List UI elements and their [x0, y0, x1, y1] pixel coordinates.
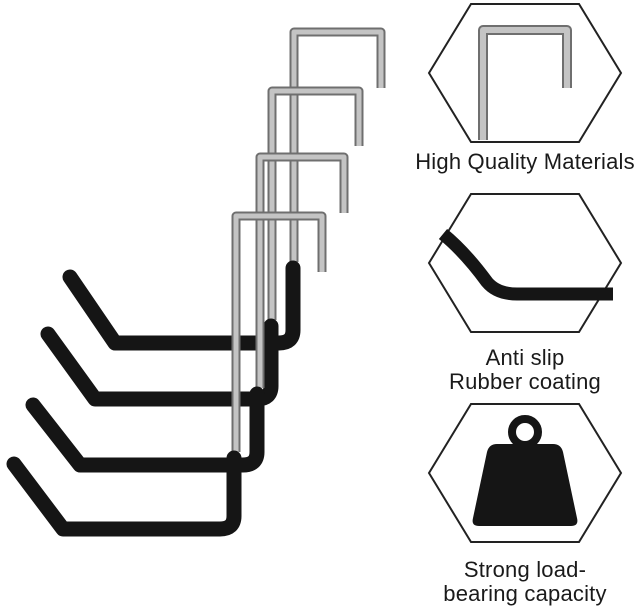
weight-icon [472, 415, 578, 526]
hexagon-frame [427, 3, 623, 143]
feature-high-quality-materials: High Quality Materials [415, 0, 635, 200]
hooks-illustration [6, 27, 386, 537]
caption-line: bearing capacity [443, 581, 607, 606]
hook-2 [40, 86, 364, 407]
hook-1 [62, 27, 386, 351]
feature-anti-slip-coating: Anti slip Rubber coating [425, 190, 625, 400]
hook-4 [6, 211, 327, 537]
hook-3 [25, 152, 349, 473]
feature-caption: Strong load- bearing capacity [385, 558, 640, 606]
feature-load-bearing: Strong load- bearing capacity [425, 400, 625, 610]
caption-line: High Quality Materials [415, 149, 635, 174]
rubber-coated-bend-icon [438, 228, 613, 301]
feature-caption: Anti slip Rubber coating [385, 346, 640, 394]
caption-line: Rubber coating [448, 369, 601, 394]
caption-line: Strong load- [463, 557, 587, 582]
steel-hook-icon [478, 25, 572, 140]
caption-line: Anti slip [485, 345, 565, 370]
feature-caption: High Quality Materials [385, 150, 640, 174]
